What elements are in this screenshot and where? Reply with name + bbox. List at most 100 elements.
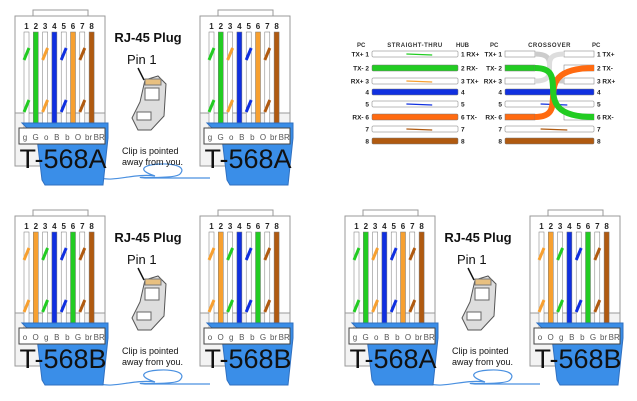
wire-5 <box>575 231 582 330</box>
wire-8 <box>371 137 459 145</box>
pin-number: 4 <box>567 222 572 231</box>
wire-stripe <box>59 299 68 313</box>
wire-6 <box>255 31 261 130</box>
pin-number: 7 <box>265 222 270 231</box>
pin1-arrow <box>137 267 145 281</box>
wire-1 <box>208 231 215 330</box>
wire-code: O <box>217 333 223 342</box>
wire-code: b <box>580 333 585 342</box>
left-pin-label: 8 <box>365 139 369 146</box>
diagram-title: CROSSOVER <box>528 43 571 49</box>
plug-title: RJ-45 Plug <box>114 30 181 45</box>
wire-stripe <box>406 128 433 131</box>
wire-code: g <box>229 333 233 342</box>
wire-stripe <box>207 99 216 113</box>
right-header: PC <box>592 43 601 49</box>
wire-code: G <box>362 333 368 342</box>
left-header: PC <box>357 43 366 49</box>
wire-stripe <box>408 247 417 261</box>
pin-number: 5 <box>61 22 66 31</box>
wire-stripe <box>41 47 49 61</box>
wire-code: BR <box>94 333 105 342</box>
wire-code: B <box>569 333 574 342</box>
plug-tab <box>32 9 89 17</box>
wire-7 <box>79 231 86 330</box>
plug-window-icon <box>144 87 160 101</box>
wire-stripe <box>540 128 568 131</box>
left-pin-label: RX- 6 <box>352 115 369 122</box>
wire-code: BR <box>609 333 620 342</box>
wire-stripe <box>593 247 602 261</box>
plug-title: RJ-45 Plug <box>444 230 511 245</box>
pin1-label: Pin 1 <box>127 252 157 267</box>
wire-stripe <box>59 47 68 61</box>
wire-8 <box>418 231 425 330</box>
wire-6 <box>70 31 76 130</box>
wire-code: b <box>395 333 400 342</box>
wire-code: g <box>559 333 563 342</box>
right-pin-label: 1 TX+ <box>597 52 615 59</box>
plug-contacts-icon <box>144 278 162 286</box>
wire-code: g <box>353 333 357 342</box>
right-pin-label: 4 <box>461 90 465 97</box>
clip-note-line2: away from you. <box>122 157 183 167</box>
plug-latch-icon <box>136 311 152 321</box>
left-pin-label: 5 <box>498 102 502 109</box>
wire-4 <box>236 31 243 130</box>
wire-code: O <box>547 333 553 342</box>
wire-stripe <box>389 299 398 313</box>
wire-8 <box>88 231 95 330</box>
pin-number: 8 <box>604 222 609 231</box>
wire-code-strip <box>203 327 291 345</box>
wire-8 <box>273 31 280 130</box>
wire-6 <box>585 231 591 330</box>
wire-code-strip <box>533 327 621 345</box>
wire-3 <box>227 31 233 130</box>
wire-2 <box>33 31 39 130</box>
left-pin-label: TX- 2 <box>353 66 369 73</box>
wire-stripe <box>207 47 216 61</box>
pin-number: 1 <box>24 22 29 31</box>
right-pin-label: 1 RX+ <box>461 52 479 59</box>
wire-code: b <box>250 133 255 142</box>
wire-code: br <box>415 333 422 342</box>
wire-stripe <box>371 247 379 261</box>
standard-label: T-568B <box>204 344 291 374</box>
wire-code: BR <box>424 333 435 342</box>
wire-stripe <box>41 247 49 261</box>
wire-end-3 <box>563 77 595 85</box>
pin1-arrow <box>467 267 475 281</box>
wire-stripe <box>556 247 564 261</box>
wire-code: br <box>600 333 607 342</box>
wire-5 <box>60 31 67 130</box>
wire-stripe <box>78 299 87 313</box>
pin-number: 3 <box>228 222 233 231</box>
wire-3 <box>557 231 563 330</box>
pin-number: 2 <box>549 222 554 231</box>
pin-number: 2 <box>34 22 39 31</box>
standard-label: T-568A <box>204 144 291 174</box>
wire-code: o <box>229 133 234 142</box>
wire-stripe <box>78 99 87 113</box>
wire-2 <box>33 231 39 330</box>
pin-number: 4 <box>237 222 242 231</box>
wire-2 <box>504 64 536 72</box>
pin-number: 3 <box>228 22 233 31</box>
left-pin-label: RX+ 3 <box>351 79 370 86</box>
wire-stripe <box>226 47 234 61</box>
pin-number: 7 <box>80 222 85 231</box>
wire-code: G <box>260 333 266 342</box>
wire-stripe <box>389 247 398 261</box>
wire-code: B <box>239 133 244 142</box>
left-pin-label: RX+ 3 <box>484 79 503 86</box>
wire-stripe <box>244 99 253 113</box>
wire-2 <box>371 64 459 72</box>
wire-stripe <box>371 299 379 313</box>
wire-stripe <box>352 247 361 261</box>
left-pin-label: 4 <box>498 90 502 97</box>
